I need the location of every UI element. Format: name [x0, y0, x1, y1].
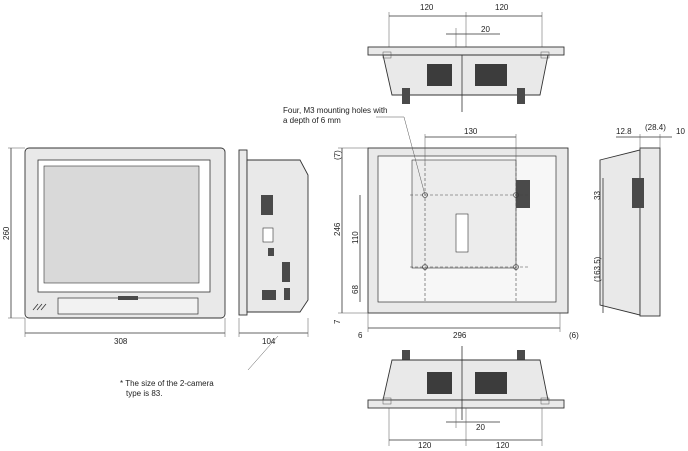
- vent-grille-icon: [427, 372, 452, 394]
- omron-logo: [118, 296, 138, 300]
- dim-width-296: 296: [453, 331, 467, 340]
- bottom-view: 20 120 120: [367, 346, 565, 450]
- dim-side-depth: 104: [262, 337, 276, 346]
- dim-bottom-right-120: 120: [496, 441, 510, 450]
- vent-grille-icon: [427, 64, 452, 86]
- front-view: 260 308: [2, 147, 226, 346]
- dim-height-246: 246: [333, 222, 342, 236]
- mounting-holes-note-line1: Four, M3 mounting holes with: [283, 106, 388, 115]
- dim-top-right-120: 120: [495, 3, 509, 12]
- dim-offset-7-top: (7): [333, 150, 342, 160]
- dim-bottom-center-20: 20: [476, 423, 485, 432]
- rear-view: Four, M3 mounting holes with a depth of …: [283, 106, 579, 340]
- dim-right-28-4: (28.4): [645, 123, 666, 132]
- dim-hole-spacing-130: 130: [464, 127, 478, 136]
- side-view: 104: [238, 149, 309, 371]
- dim-offset-68: 68: [351, 285, 360, 294]
- dim-hole-spacing-110: 110: [351, 231, 360, 244]
- vent-grille-icon: [475, 64, 507, 86]
- camera-note-line2: type is 83.: [126, 389, 162, 398]
- top-view: 120 120 20: [367, 3, 565, 112]
- dim-right-10: 10: [676, 127, 685, 136]
- dim-right-12-8: 12.8: [616, 127, 632, 136]
- dim-front-height: 260: [2, 226, 11, 240]
- dim-offset-6: 6: [358, 331, 363, 340]
- dim-right-33: 33: [593, 191, 602, 200]
- mounting-holes-note-line2: a depth of 6 mm: [283, 116, 341, 125]
- dim-offset-7-bottom: 7: [333, 319, 342, 324]
- vent-grille-icon: [475, 372, 507, 394]
- camera-note-line1: * The size of the 2-camera: [120, 379, 214, 388]
- dim-front-width: 308: [114, 337, 128, 346]
- right-side-view: 12.8 (28.4) 10 33 (163.5): [593, 123, 685, 317]
- dim-top-center-20: 20: [481, 25, 490, 34]
- dim-top-left-120: 120: [420, 3, 434, 12]
- dim-offset-6-right: (6): [569, 331, 579, 340]
- dim-right-163-5: (163.5): [593, 256, 602, 282]
- dim-bottom-left-120: 120: [418, 441, 432, 450]
